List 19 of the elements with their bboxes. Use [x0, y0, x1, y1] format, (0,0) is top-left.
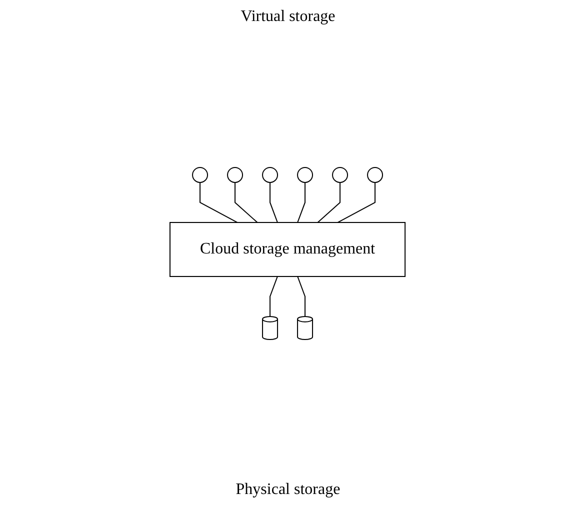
node-circle — [332, 166, 348, 183]
connector — [200, 182, 238, 223]
caption-text: Physical storage — [236, 481, 340, 499]
caption-text: Virtual storage — [240, 8, 336, 26]
node-circle — [228, 166, 244, 183]
connector — [298, 182, 306, 223]
connector — [235, 182, 258, 223]
node-circle — [262, 166, 278, 183]
connector — [338, 182, 376, 223]
connector — [318, 182, 341, 223]
connector — [298, 276, 306, 317]
node-box: Cloud storage management — [170, 222, 406, 277]
node-circle — [192, 166, 208, 183]
node-circle — [298, 166, 314, 183]
connector — [270, 182, 278, 223]
node-cylinder — [262, 316, 278, 340]
node-circle — [368, 166, 384, 183]
node-cylinder — [298, 316, 314, 340]
connector — [270, 276, 278, 317]
